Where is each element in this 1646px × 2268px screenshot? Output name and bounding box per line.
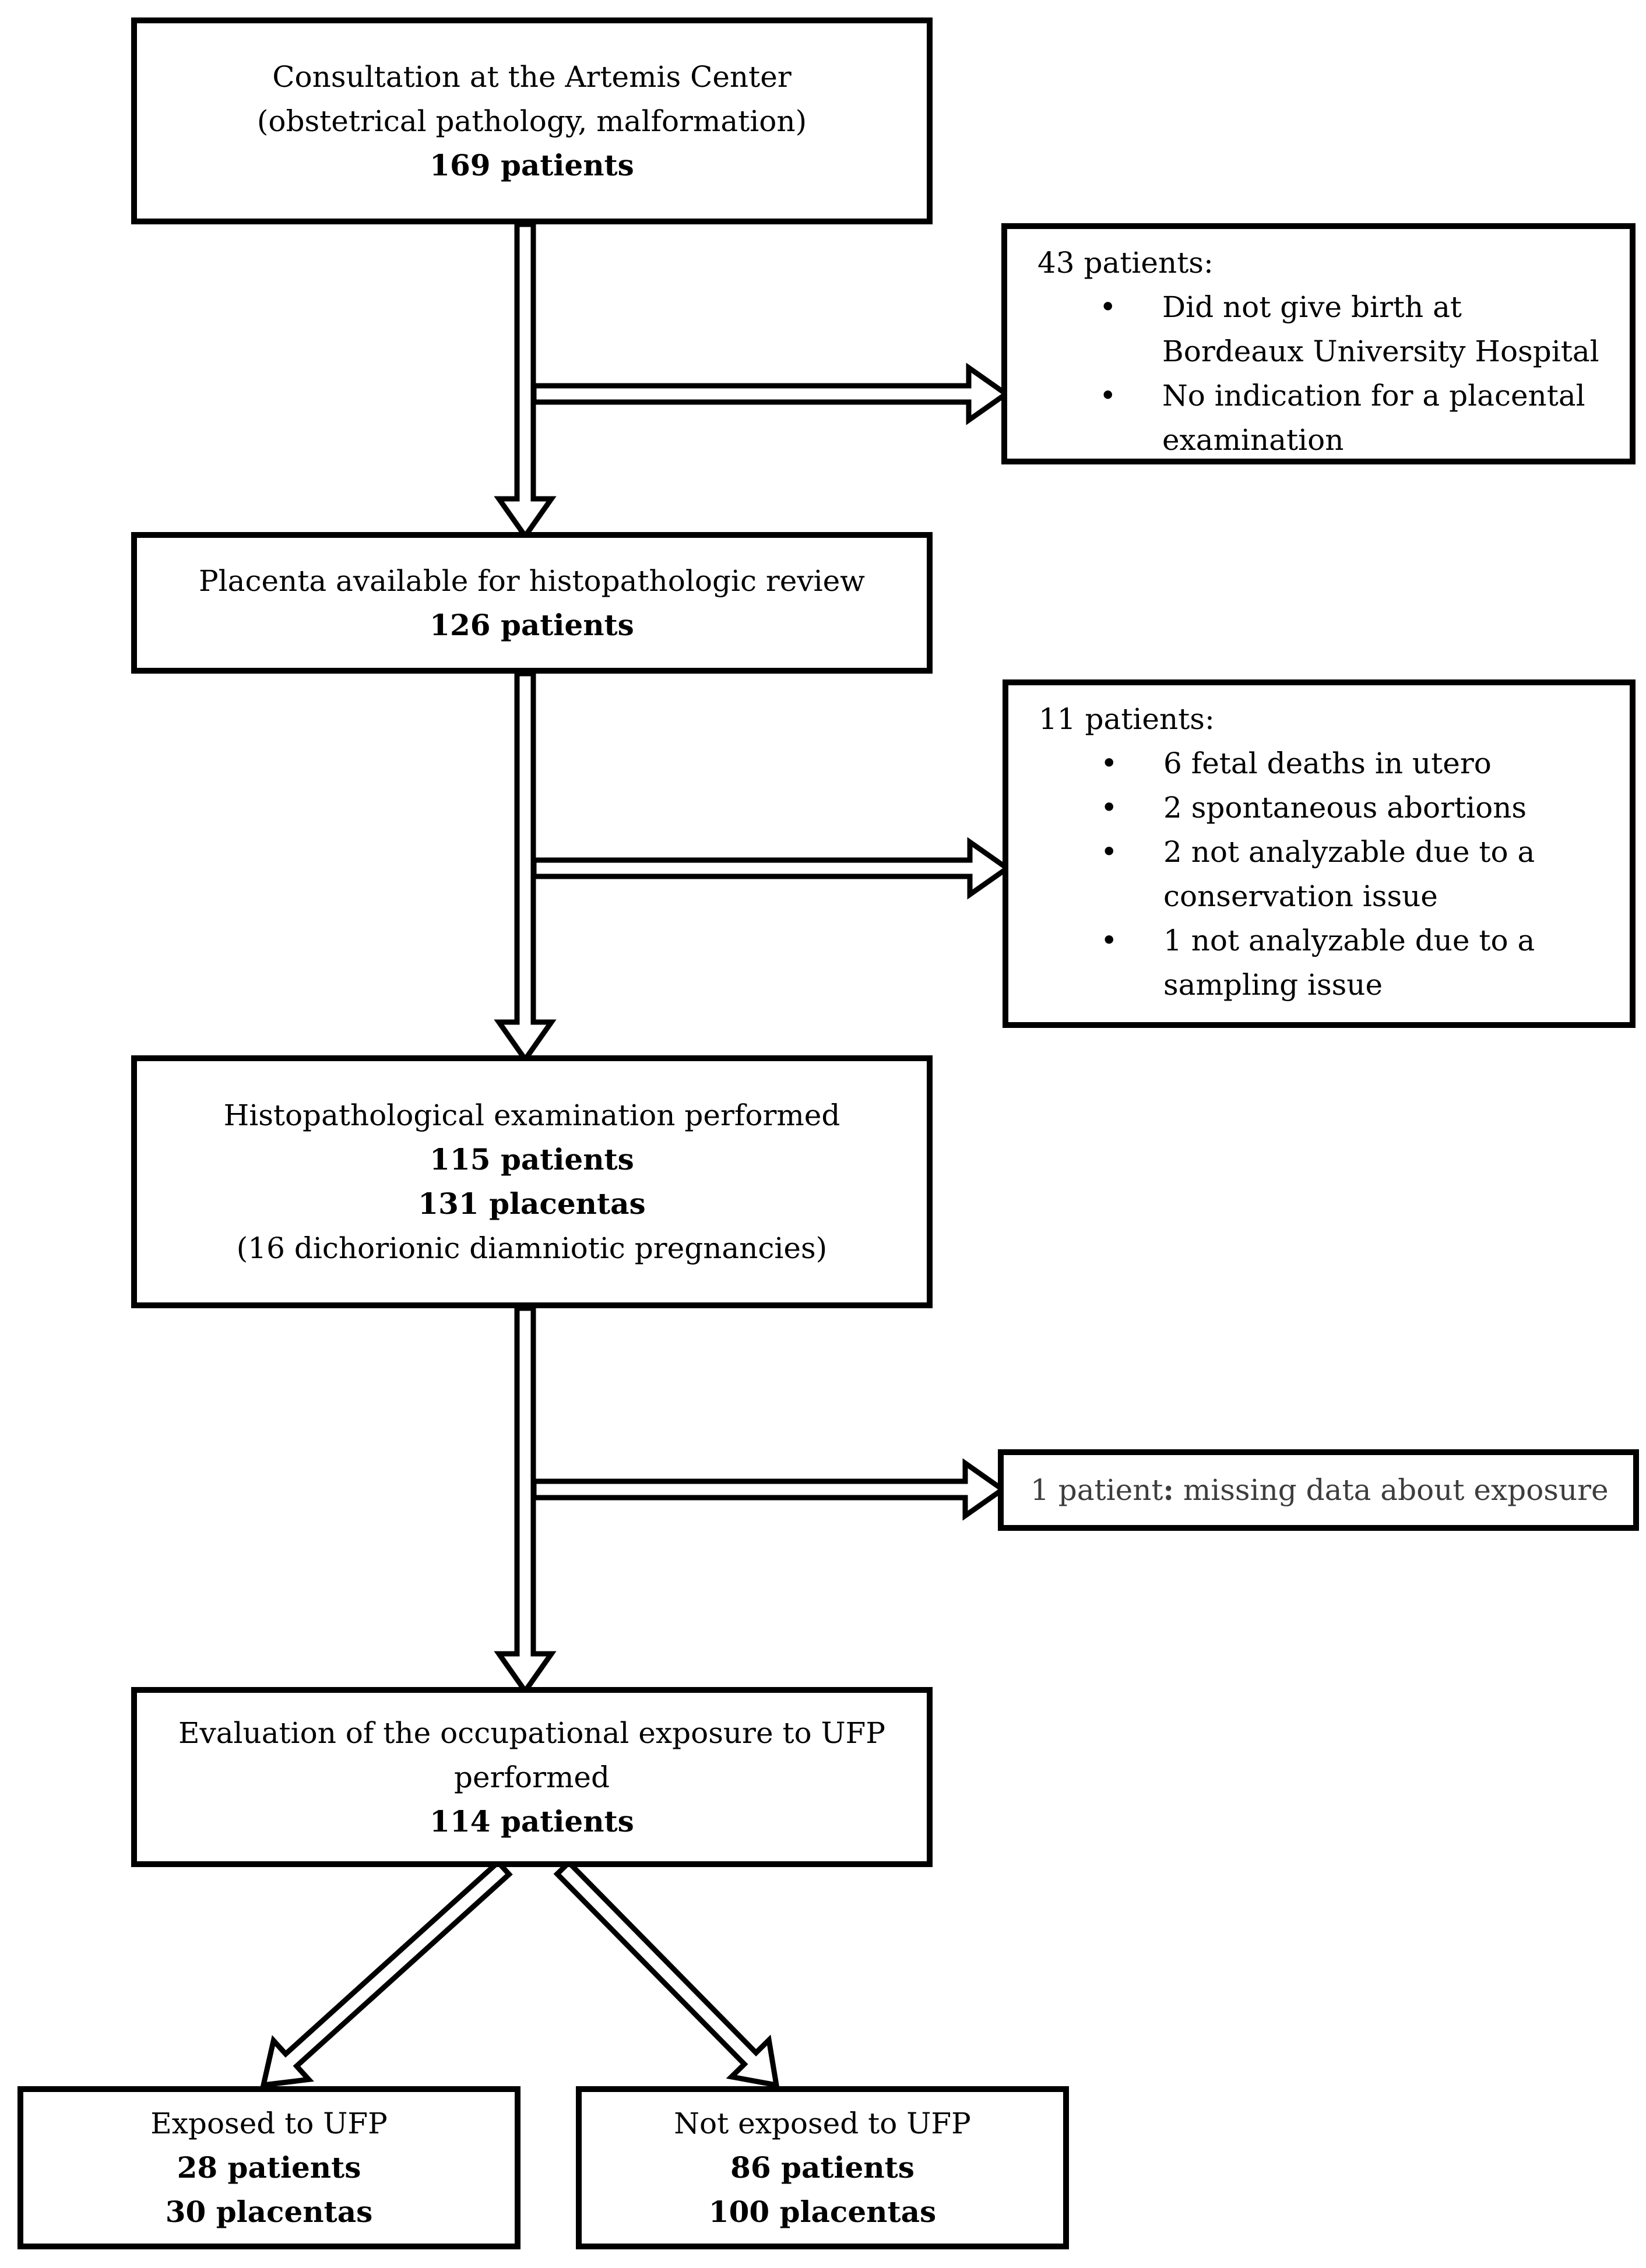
arrow-placenta-to-histopath [494,671,557,1064]
arrow-to-excluded-43 [531,362,1011,425]
text-line: 114 patients [430,1804,634,1839]
arrow-to-not-exposed [553,1858,780,2089]
text-line: Exposed to UFP [150,2107,388,2140]
bullet-icon: • [1099,379,1117,413]
bullet-icon: • [1100,746,1118,780]
bullet-item: • 1 not analyzable due to a sampling issu… [1008,918,1630,1007]
text-segment: missing data about exposure [1173,1473,1609,1507]
text-line: Placenta available for histopathologic r… [199,564,865,598]
box-not-exposed: Not exposed to UFP 86 patients 100 placent… [576,2086,1069,2249]
text-line: 30 placentas [165,2195,373,2229]
bullet-item: • No indication for a placental examinati… [1007,374,1630,462]
box-histopathological-exam: Histopathological examination performed 1… [131,1055,933,1308]
text-line: (16 dichorionic diamniotic pregnancies) [236,1231,828,1265]
bullet-icon: • [1100,791,1118,825]
text-line: Consultation at the Artemis Center [272,59,792,94]
box-consultation: Consultation at the Artemis Center (obste… [131,17,933,224]
arrow-to-excluded-1 [531,1458,1007,1521]
text-line: 86 patients [730,2150,915,2185]
box-excluded-1: 1 patient: missing data about exposure [998,1449,1639,1531]
box-excluded-11: 11 patients: • 6 fetal deaths in utero • 2 s… [1003,679,1636,1028]
arrow-to-exposed [260,1858,513,2089]
bullet-text: 2 spontaneous abortions [1163,791,1527,825]
text-line: Evaluation of the occupational exposure … [178,1716,886,1750]
bullet-text: 2 not analyzable due to a conservation i… [1163,835,1535,913]
text-line: Not exposed to UFP [674,2107,971,2140]
text-line: 169 patients [430,147,634,182]
bullet-icon: • [1100,924,1118,957]
bullet-item: • 2 not analyzable due to a conservation … [1008,830,1630,918]
arrow-consultation-to-placenta [494,221,557,541]
text-line: 100 placentas [708,2195,937,2229]
text-line: 28 patients [177,2150,361,2185]
text-line: (obstetrical pathology, malformation) [256,104,807,138]
exclusion-inline-text: 1 patient: missing data about exposure [1004,1468,1609,1512]
text-segment: : [1163,1473,1174,1507]
box-excluded-43: 43 patients: • Did not give birth at Borde… [1001,223,1636,464]
bullet-text: 6 fetal deaths in utero [1163,746,1492,780]
bullet-item: • 2 spontaneous abortions [1008,786,1630,830]
bullet-text: 1 not analyzable due to a sampling issue [1163,924,1535,1002]
box-exposed: Exposed to UFP 28 patients 30 placentas [17,2086,520,2249]
exclusion-count-heading: 11 patients: [1039,702,1215,736]
box-placenta-review: Placenta available for histopathologic r… [131,532,933,674]
bullet-icon: • [1100,835,1118,869]
box-evaluation-exposure: Evaluation of the occupational exposure … [131,1687,933,1867]
text-segment: 1 patient [1030,1473,1163,1507]
arrow-to-excluded-11 [531,837,1012,900]
arrow-histopath-to-evaluation [494,1305,557,1696]
text-line: performed [453,1760,610,1794]
text-line: Histopathological examination performed [223,1098,840,1132]
bullet-icon: • [1099,290,1117,324]
exclusion-count-heading: 43 patients: [1037,246,1214,280]
bullet-item: • 6 fetal deaths in utero [1008,741,1630,786]
text-line: 131 placentas [418,1186,646,1221]
text-line: 126 patients [430,607,634,642]
bullet-text: Did not give birth at Bordeaux Universit… [1162,290,1599,368]
bullet-item: • Did not give birth at Bordeaux Universi… [1007,285,1630,374]
text-line: 115 patients [430,1142,634,1177]
bullet-text: No indication for a placental examinatio… [1162,379,1585,457]
